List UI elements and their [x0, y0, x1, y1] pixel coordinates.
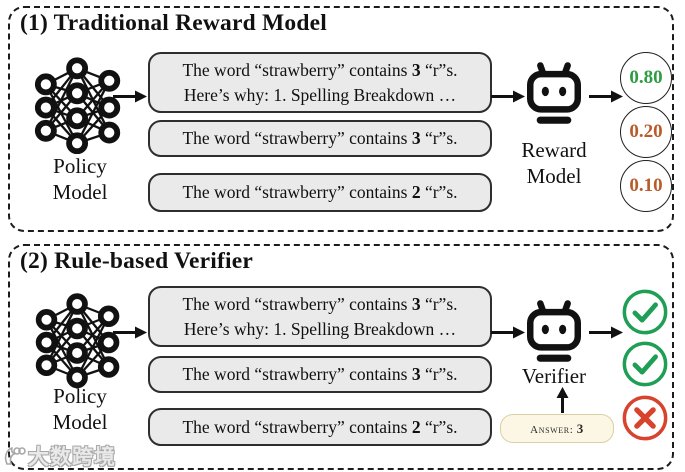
golden-answer-box: Answer: 3 [500, 414, 614, 443]
arrow-right-icon [113, 326, 147, 339]
response-bubble: The word “strawberry” contains 2 “r”s. [148, 408, 492, 446]
response-line: Here’s why: 1. Spelling Breakdown … [183, 318, 457, 339]
arrow-up-icon [556, 387, 569, 413]
robot-icon [527, 62, 581, 124]
score-badge: 0.20 [620, 106, 672, 158]
reward-model-label: Reward Model [521, 138, 587, 188]
panel-title: (2) Rule-based Verifier [20, 248, 254, 274]
policy-model-label: Policy Model [52, 384, 108, 434]
neural-network-icon [35, 293, 120, 388]
rule-based-verifier-panel: (2) Rule-based Verifier Policy Model The… [8, 244, 674, 470]
response-line: The word “strawberry” contains 3 “r”s. [182, 60, 458, 81]
response-line: Here’s why: 1. Spelling Breakdown … [183, 84, 457, 105]
response-line: The word “strawberry” contains 2 “r”s. [182, 182, 458, 203]
arrow-right-icon [589, 326, 623, 339]
arrow-right-icon [491, 326, 525, 339]
response-bubble: The word “strawberry” contains 3 “r”s. [148, 120, 492, 157]
score-badge: 0.10 [620, 160, 672, 212]
neural-network-icon [34, 57, 121, 154]
golden-answer-text: Answer: 3 [530, 420, 584, 436]
response-line: The word “strawberry” contains 3 “r”s. [182, 294, 458, 315]
panel-title: (1) Traditional Reward Model [20, 10, 327, 36]
check-circle-icon [622, 289, 668, 335]
response-line: The word “strawberry” contains 2 “r”s. [182, 416, 458, 437]
policy-model-label: Policy Model [52, 154, 108, 204]
response-bubble: The word “strawberry” contains 3 “r”s. H… [148, 286, 492, 347]
arrow-right-icon [113, 90, 147, 103]
check-circle-icon [622, 341, 668, 387]
response-bubble: The word “strawberry” contains 3 “r”s. H… [148, 52, 492, 113]
arrow-right-icon [589, 90, 623, 103]
response-bubble: The word “strawberry” contains 3 “r”s. [148, 356, 492, 393]
verifier-label: Verifier [521, 364, 587, 388]
score-badge: 0.80 [620, 52, 672, 104]
response-bubble: The word “strawberry” contains 2 “r”s. [148, 173, 492, 212]
response-line: The word “strawberry” contains 3 “r”s. [182, 364, 458, 385]
cross-circle-icon [622, 395, 668, 441]
robot-icon [527, 300, 581, 362]
response-line: The word “strawberry” contains 3 “r”s. [182, 128, 458, 149]
arrow-right-icon [491, 90, 525, 103]
traditional-reward-model-panel: (1) Traditional Reward Model Policy Mode… [8, 6, 674, 232]
